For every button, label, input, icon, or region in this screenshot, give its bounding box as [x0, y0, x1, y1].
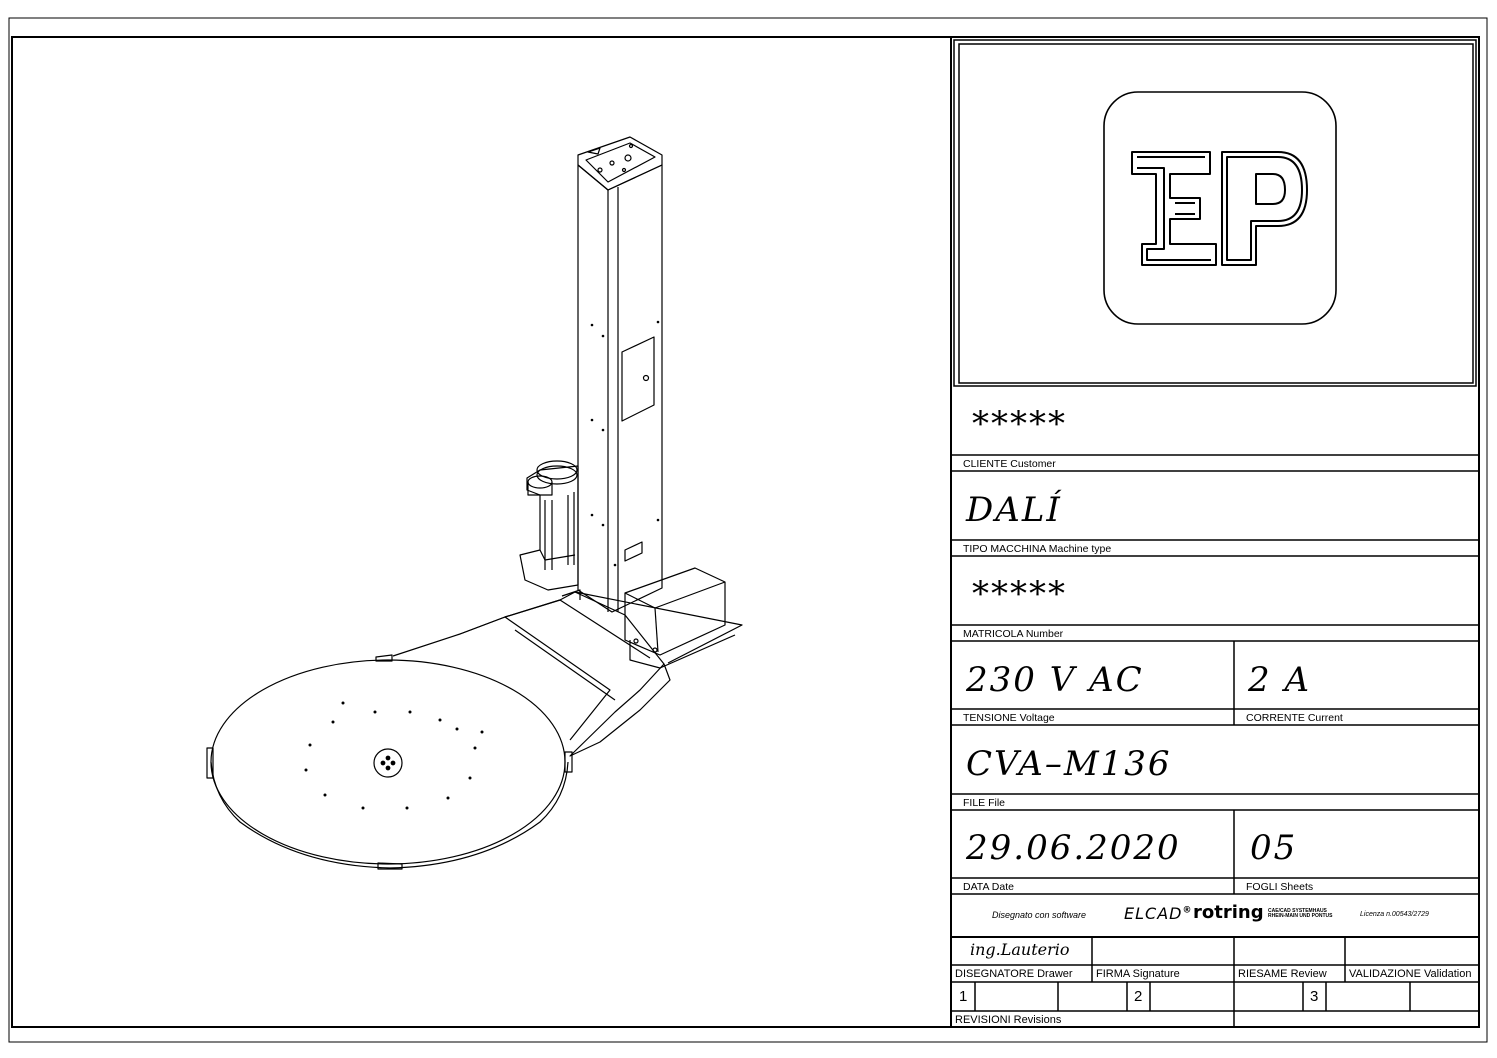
- mast-door: [621, 336, 655, 422]
- licence-text: Licenza n.00543/2729: [1360, 911, 1429, 918]
- date-value: 29.06.2020: [966, 828, 1181, 868]
- file-value: CVA–M136: [966, 744, 1172, 784]
- number-label: MATRICOLA Number: [963, 628, 1064, 640]
- revisions-label: REVISIONI Revisions: [955, 1014, 1062, 1026]
- base-frame: [392, 591, 671, 757]
- stretch-wrapper-drawing: [206, 136, 743, 870]
- current-label: CORRENTE Current: [1246, 712, 1343, 724]
- control-box: [624, 567, 726, 656]
- ep-logo-icon: [1131, 151, 1308, 266]
- turntable-rim: [210, 761, 569, 869]
- elcad-logo: ELCAD®: [1124, 904, 1193, 923]
- outer-border: [8, 17, 1488, 1043]
- review-label: RIESAME Review: [1238, 968, 1327, 980]
- machine-type-label: TIPO MACCHINA Machine type: [963, 543, 1112, 555]
- revision-number-3: 3: [1310, 988, 1319, 1005]
- date-label: DATA Date: [963, 881, 1014, 893]
- mast: [577, 164, 663, 613]
- current-value: 2 A: [1248, 660, 1311, 700]
- validation-label: VALIDAZIONE Validation: [1349, 968, 1472, 980]
- file-label: FILE File: [963, 797, 1006, 809]
- customer-label: CLIENTE Customer: [963, 458, 1056, 470]
- customer-value: *****: [972, 404, 1067, 444]
- revision-number-1: 1: [959, 988, 968, 1005]
- number-value: *****: [972, 574, 1067, 614]
- turntable-hub: [373, 748, 403, 778]
- signature-label: FIRMA Signature: [1096, 968, 1180, 980]
- drawer-name: ing.Lauterio: [970, 940, 1070, 959]
- voltage-value: 230 V AC: [966, 660, 1144, 700]
- logo-frame-inner: [958, 43, 1474, 384]
- rotring-tagline: CAE/CAD SYSTEMHAUS RHEIN-MAIN UND PONTUS: [1268, 908, 1333, 919]
- logo-frame-outer: [953, 39, 1477, 387]
- turntable-top: [210, 659, 566, 865]
- drawer-label: DISEGNATORE Drawer: [955, 968, 1073, 980]
- mast-top-cap: [577, 136, 663, 191]
- machine-type-value: DALÍ: [966, 490, 1062, 530]
- logo-rounded-square: [1103, 91, 1337, 325]
- sheets-label: FOGLI Sheets: [1246, 881, 1314, 893]
- rotring-logo: rotring: [1193, 902, 1264, 923]
- inner-border: [11, 36, 1480, 1028]
- voltage-label: TENSIONE Voltage: [963, 712, 1055, 724]
- title-block-rules: [951, 454, 1479, 1027]
- sheets-value: 05: [1250, 828, 1298, 868]
- revision-number-2: 2: [1134, 988, 1143, 1005]
- designed-with-text: Disegnato con software: [992, 910, 1087, 920]
